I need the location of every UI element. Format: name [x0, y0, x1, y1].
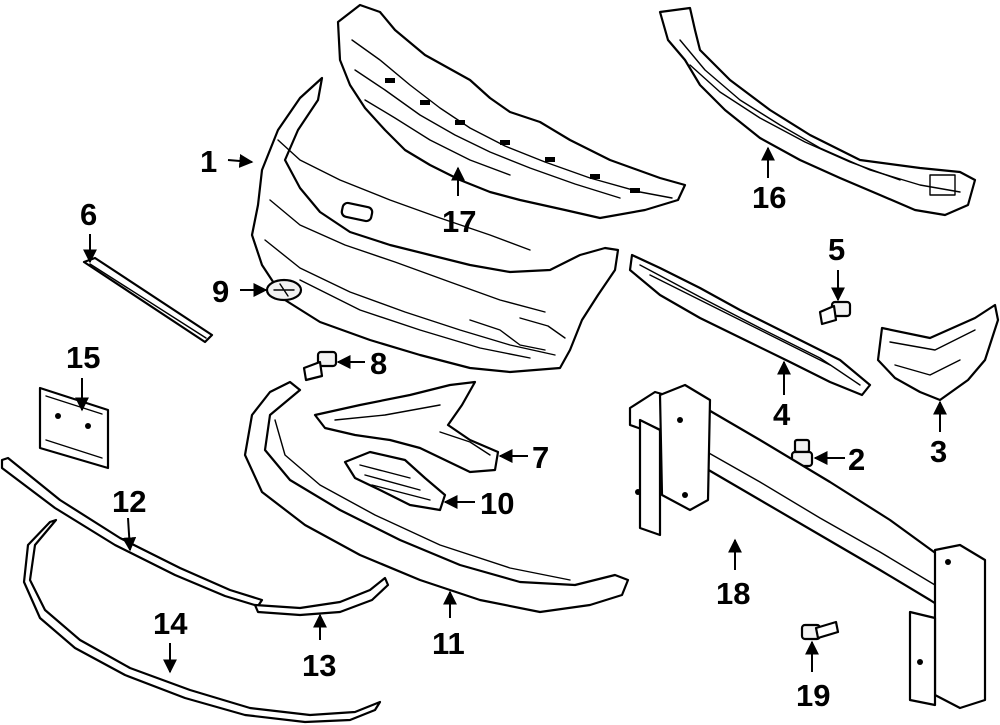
part-16-upper-bracket[interactable] [658, 6, 977, 217]
leader-lines [75, 146, 947, 674]
part-4-lower-grille[interactable] [628, 253, 872, 397]
part-5-bolt[interactable] [818, 300, 852, 326]
callout-19: 19 [796, 678, 830, 713]
callout-16: 16 [752, 180, 786, 215]
callout-14: 14 [153, 606, 188, 641]
part-8-bolt[interactable] [302, 350, 338, 382]
leader-12 [122, 517, 137, 552]
callout-18: 18 [716, 576, 750, 611]
callout-12: 12 [112, 484, 146, 519]
callout-3: 3 [930, 434, 947, 469]
part-10-grille-insert[interactable] [343, 450, 447, 512]
callout-11: 11 [432, 626, 465, 661]
callout-8: 8 [370, 346, 387, 381]
callout-15: 15 [66, 340, 100, 375]
callout-5: 5 [828, 232, 845, 267]
part-15-license-bracket[interactable] [38, 386, 110, 470]
callout-labels: 1 2 3 4 5 6 7 8 9 10 11 12 13 14 15 16 1… [66, 144, 947, 713]
callout-10: 10 [480, 486, 514, 521]
part-1-bumper-cover[interactable] [250, 76, 620, 374]
callout-6: 6 [80, 197, 97, 232]
callout-17: 17 [442, 204, 476, 239]
part-19-bolt[interactable] [800, 620, 840, 641]
part-18-reinforcement-beam[interactable] [628, 383, 987, 710]
callout-13: 13 [302, 648, 336, 683]
part-3-side-bracket[interactable] [876, 303, 1000, 402]
part-12-trim-strip[interactable] [0, 456, 264, 608]
part-11-lower-lip[interactable] [243, 380, 630, 614]
leader-1 [227, 153, 254, 168]
part-7-deflector[interactable] [313, 380, 500, 474]
callout-1: 1 [200, 144, 217, 179]
part-6-molding[interactable] [82, 256, 214, 344]
callout-9: 9 [212, 274, 229, 309]
part-9-emblem[interactable] [265, 278, 303, 302]
callout-2: 2 [848, 442, 865, 477]
callout-4: 4 [773, 397, 791, 432]
part-14-lower-strip[interactable] [22, 518, 382, 724]
part-13-trim-end[interactable] [253, 576, 390, 617]
callout-7: 7 [532, 440, 549, 475]
part-17-upper-support[interactable] [336, 3, 687, 220]
